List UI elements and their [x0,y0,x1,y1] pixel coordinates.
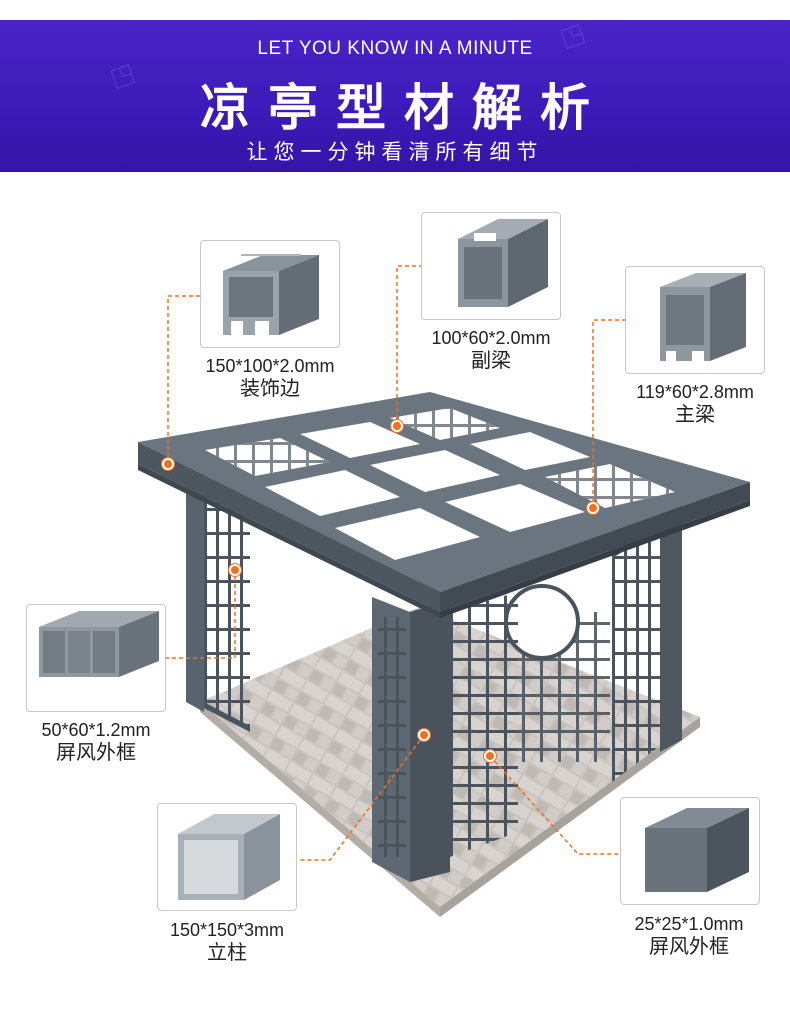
profile-dimensions: 119*60*2.8mm [636,382,754,402]
profile-label-decorative-edge: 150*100*2.0mm 装饰边 [190,356,350,400]
screen-panel-front [450,592,518,857]
profile-label-secondary-beam: 100*60*2.0mm 副梁 [416,328,566,372]
profile-dimensions: 150*100*2.0mm [205,356,335,376]
profile-card-post [157,803,297,911]
profile-name: 屏风外框 [56,739,136,764]
page-title: 凉亭型材解析 [200,79,608,137]
profile-name: 副梁 [471,347,511,372]
post-left [186,482,204,712]
profile-name: 主梁 [675,401,715,426]
profile-label-post: 150*150*3mm 立柱 [148,920,306,964]
header-tagline: LET YOU KNOW IN A MINUTE [257,38,533,59]
profile-dimensions: 25*25*1.0mm [634,914,744,934]
pavilion-illustration [138,265,750,917]
screen-frame-left-profile-image [39,611,159,677]
profile-card-main-beam [625,266,765,374]
profile-label-screen-frame-left: 50*60*1.2mm 屏风外框 [14,720,178,764]
profile-name: 立柱 [207,939,247,964]
profile-card-decorative-edge [200,240,340,348]
profile-label-screen-frame-right: 25*25*1.0mm 屏风外框 [606,914,772,958]
profile-dimensions: 100*60*2.0mm [431,328,551,348]
callout-dot-screen-frame-right [484,750,496,762]
screen-frame-right-profile-image [645,808,749,892]
pavilion-scene: 150*100*2.0mm 装饰边 100*60*2.0mm 副梁 119*60… [0,172,790,1019]
callout-lines [164,265,625,861]
screen-panel-left [196,484,250,732]
profile-card-secondary-beam [421,212,561,320]
profile-name: 屏风外框 [649,933,729,958]
profile-card-screen-frame-right [620,797,760,905]
callout-dot-decorative-edge [162,458,174,470]
decorative-edge-profile-image [223,254,319,335]
profile-dimensions: 150*150*3mm [169,920,285,940]
main-beam-profile-image [660,273,746,361]
header-banner: ◳ ◳ LET YOU KNOW IN A MINUTE 凉亭型材解析 让您一分… [0,20,790,172]
screen-panel-right [612,522,665,782]
callout-dot-post [418,729,430,741]
page-subtitle: 让您一分钟看清所有细节 [246,140,544,164]
callout-dot-secondary-beam [391,420,403,432]
roof-frame [138,392,750,592]
post-right [660,502,682,752]
callout-dot-main-beam [587,502,599,514]
profile-dimensions: 50*60*1.2mm [41,720,151,740]
profile-label-main-beam: 119*60*2.8mm 主梁 [612,382,778,426]
secondary-beam-profile-image [458,219,548,307]
post-profile-image [178,814,280,900]
profile-card-screen-frame-left [26,604,166,712]
callout-dot-screen-frame-left [229,564,241,576]
profile-name: 装饰边 [240,375,300,400]
